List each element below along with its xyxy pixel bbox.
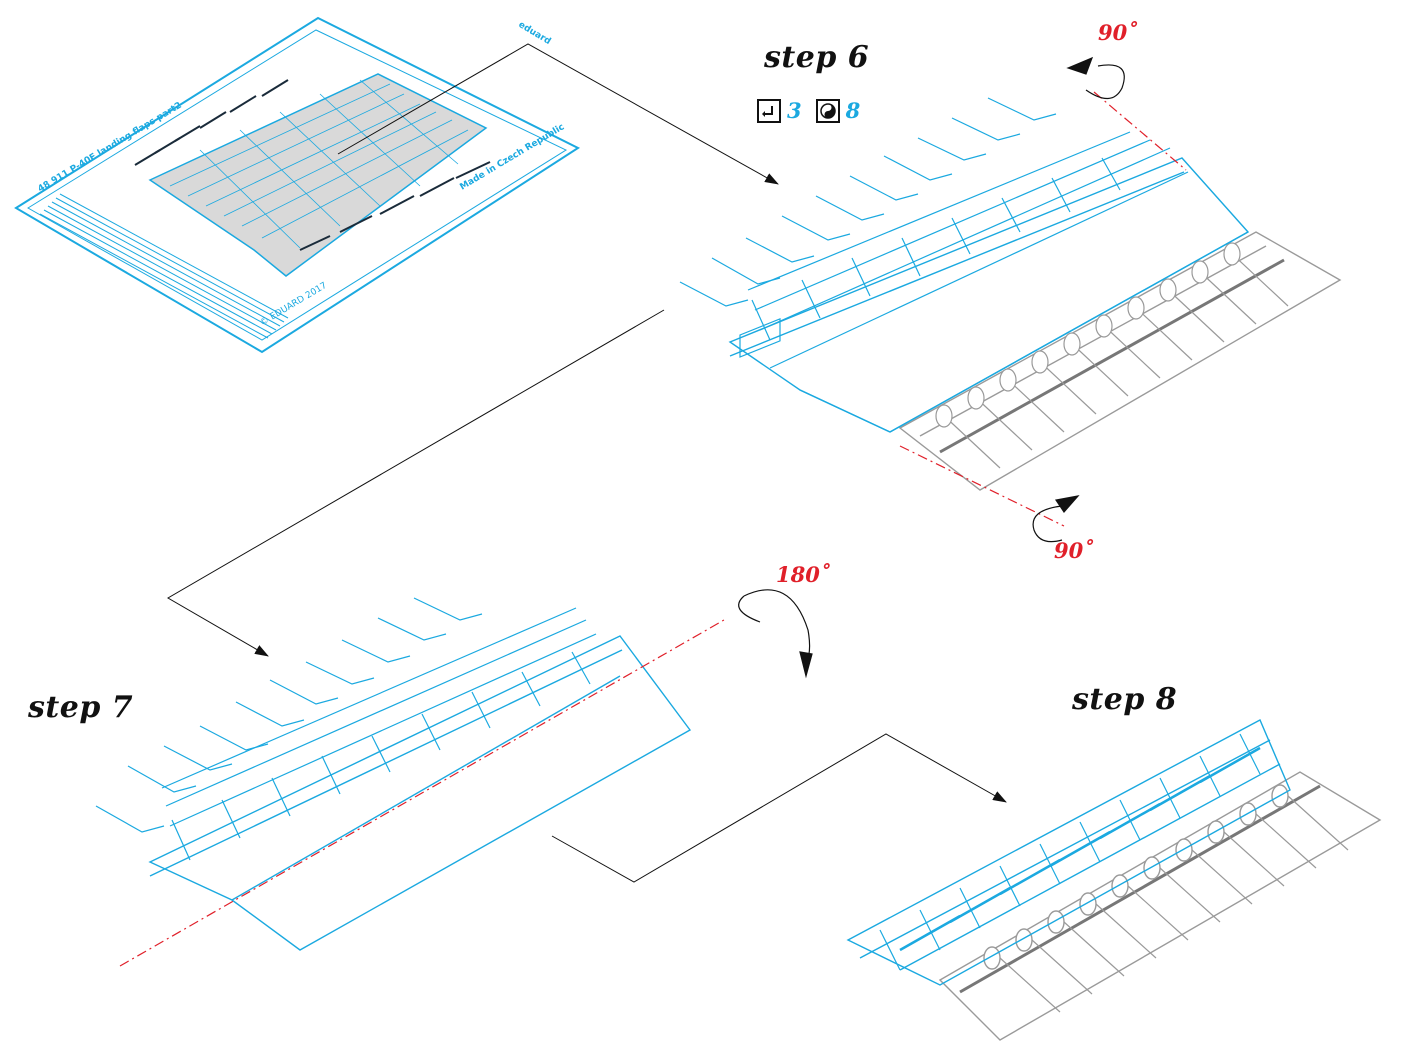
step6-legend: 3 8 — [757, 98, 868, 123]
angle-label-bottom: 90˚ — [1054, 538, 1094, 563]
glue-icon — [815, 98, 840, 123]
photo-etch-fret: © EDUARD 2017 Made in Czech Republic 48 … — [14, 16, 581, 354]
step6-photo-etch-part — [679, 97, 1250, 433]
step6-assembly — [679, 56, 1342, 543]
step6-title: step 6 — [764, 40, 870, 75]
step7-flip-axis — [119, 619, 725, 967]
fold-icon — [757, 98, 781, 123]
glue-count: 8 — [845, 98, 861, 123]
step7-title: step 7 — [28, 690, 134, 725]
step6-rotation-arrow-top — [1066, 56, 1125, 100]
step7-assembly — [95, 597, 692, 951]
step8-photo-etch-part — [846, 719, 1291, 986]
angle-label-top: 90˚ — [1098, 20, 1138, 45]
flow-arrows — [167, 43, 1007, 883]
step7-rotation-arrow — [738, 589, 813, 679]
step6-plastic-flap — [898, 231, 1342, 491]
step8-title: step 8 — [1072, 682, 1178, 717]
step8-plastic-flap — [938, 771, 1382, 1041]
step6-fold-axis-top — [1093, 91, 1187, 171]
step6-rotation-arrow-bottom — [1032, 495, 1080, 543]
fold-count: 3 — [787, 98, 802, 123]
angle-label-flip: 180˚ — [776, 562, 831, 587]
step8-assembly — [846, 719, 1382, 1041]
fret-brand: eduard — [516, 20, 552, 47]
